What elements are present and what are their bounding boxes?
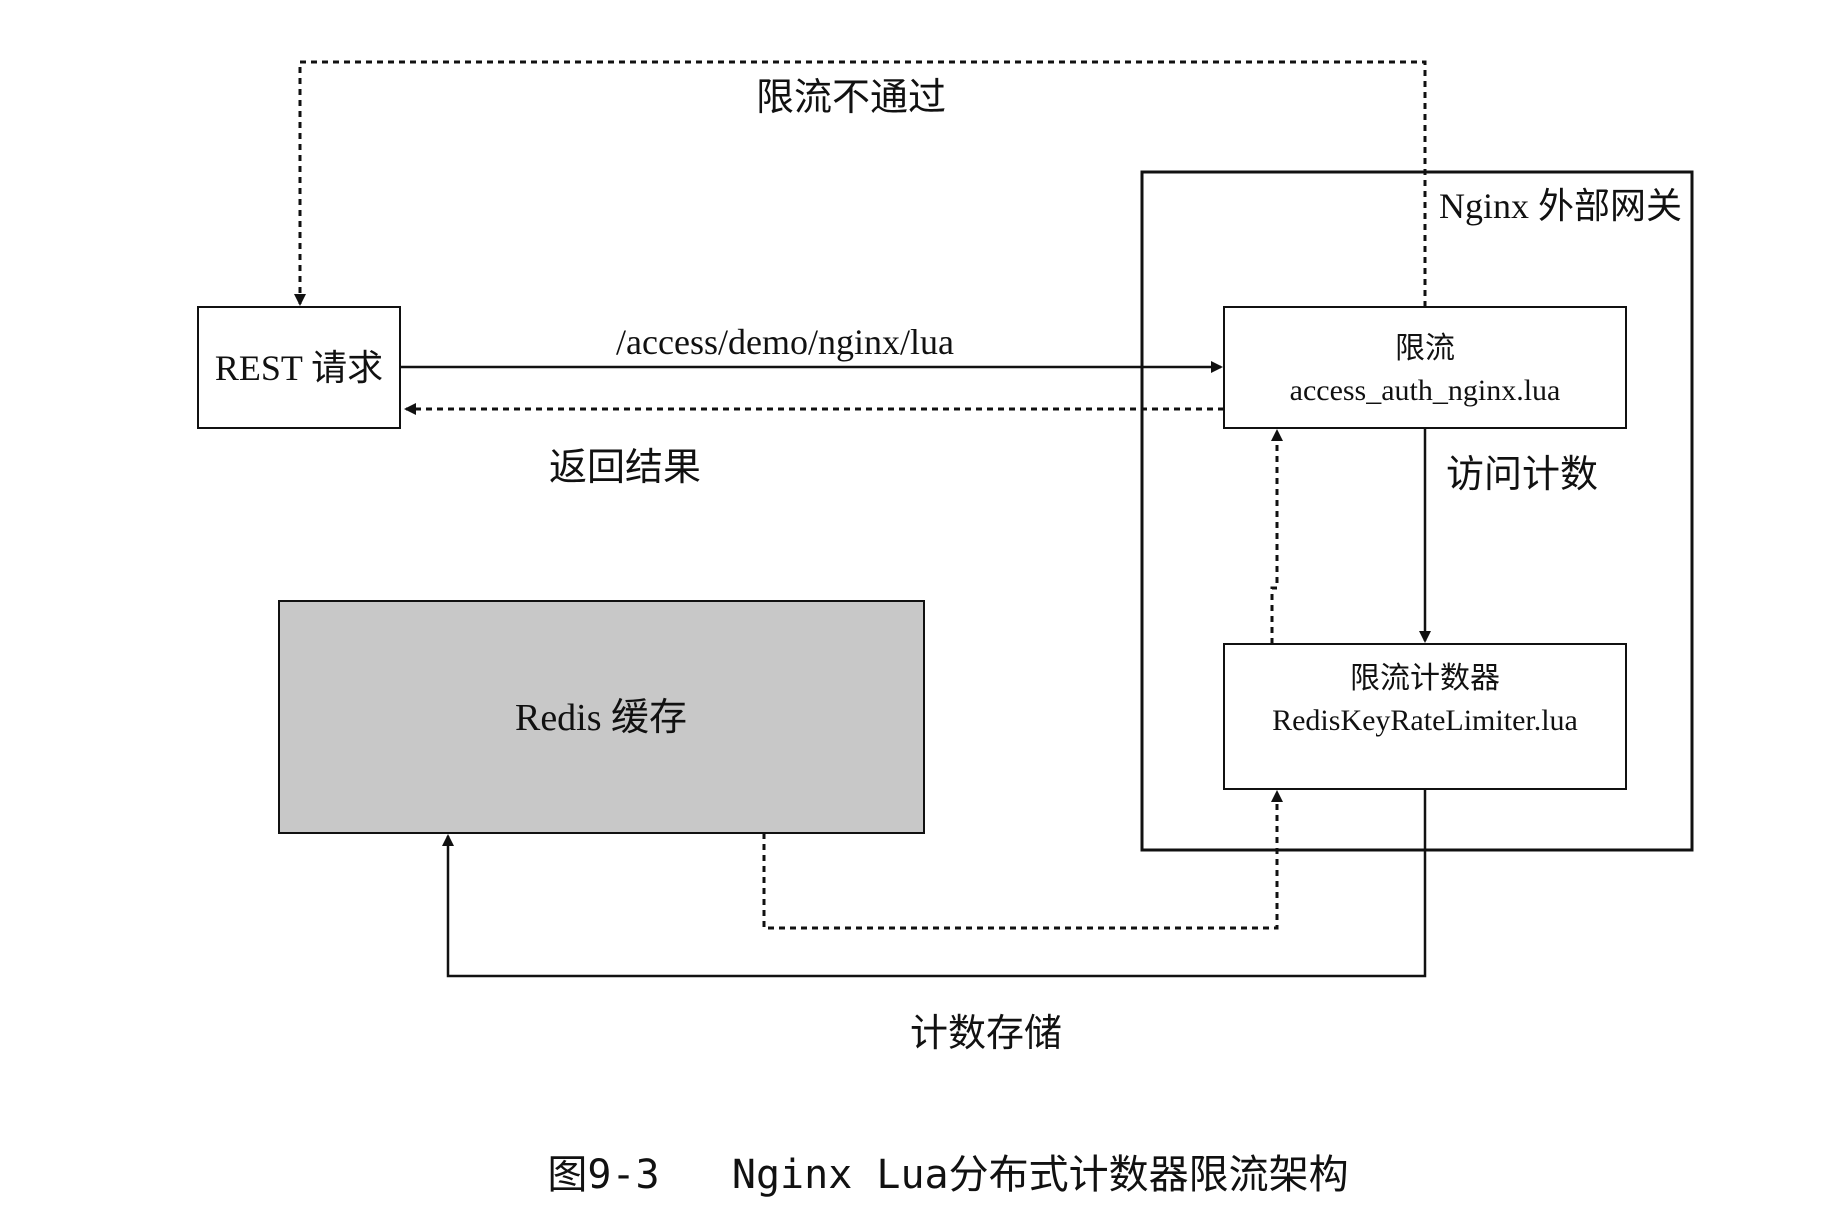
gateway-box	[1140, 170, 1694, 852]
count-storage-arrow	[442, 789, 1427, 978]
rejected-label: 限流不通过	[756, 77, 946, 119]
counter-result-arrow	[1270, 429, 1283, 644]
rest-request-box	[197, 306, 401, 429]
request-path-label: /access/demo/nginx/lua	[616, 322, 954, 362]
count-storage-label: 计数存储	[910, 1013, 1062, 1055]
figure-caption: 图9-3 Nginx Lua分布式计数器限流架构	[547, 1152, 1348, 1198]
limiter-file: access_auth_nginx.lua	[1290, 374, 1561, 407]
redis-box	[278, 600, 925, 834]
counter-title: 限流计数器	[1350, 662, 1500, 695]
rejected-arrow	[294, 60, 1427, 307]
gateway-label: Nginx 外部网关	[1439, 186, 1682, 226]
counter-file: RedisKeyRateLimiter.lua	[1272, 704, 1578, 737]
counter-box	[1223, 643, 1627, 790]
redis-label: Redis 缓存	[515, 697, 687, 739]
visit-count-label: 访问计数	[1446, 454, 1598, 496]
limiter-title: 限流	[1395, 332, 1455, 365]
rest-request-label: REST 请求	[215, 348, 383, 388]
return-result-label: 返回结果	[549, 447, 701, 489]
redis-result-arrow	[762, 790, 1283, 930]
limiter-box	[1223, 306, 1627, 429]
